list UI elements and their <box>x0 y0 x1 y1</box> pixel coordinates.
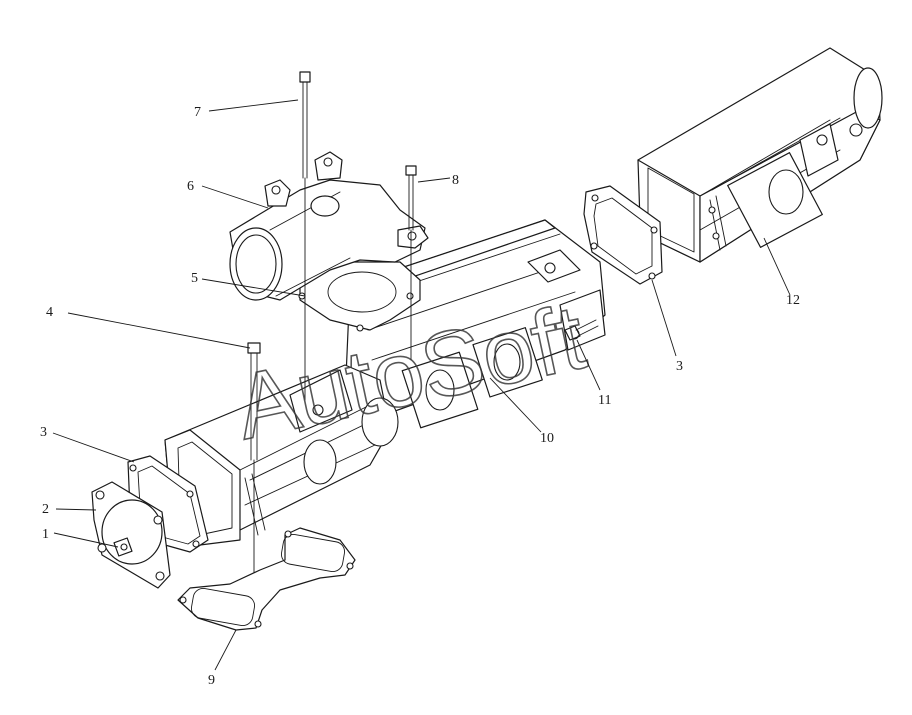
leader-lines <box>52 99 791 671</box>
callout-12: 12 <box>786 293 800 308</box>
outlet-housing <box>229 151 429 301</box>
callout-4: 4 <box>46 305 53 320</box>
drain-plug <box>113 537 133 557</box>
callout-7: 7 <box>194 105 201 120</box>
front-manifold-section <box>164 364 399 546</box>
callout-9: 9 <box>208 673 215 688</box>
callout-1: 1 <box>42 527 49 542</box>
small-bolt <box>564 319 599 341</box>
callout-5: 5 <box>191 271 198 286</box>
callout-6: 6 <box>187 179 194 194</box>
long-bolt <box>299 71 311 401</box>
flange-gasket-right <box>583 185 663 285</box>
callouts: 1 2 3 4 5 6 7 8 9 10 11 3 12 <box>40 105 800 688</box>
callout-11: 11 <box>598 393 611 408</box>
callout-8: 8 <box>452 173 459 188</box>
short-bolt <box>405 165 417 361</box>
callout-3-left: 3 <box>40 425 47 440</box>
callout-3-right: 3 <box>676 359 683 374</box>
outlet-gasket <box>298 261 421 332</box>
rear-manifold-section <box>637 47 883 263</box>
callout-2: 2 <box>42 502 49 517</box>
bottom-gasket <box>177 527 356 631</box>
callout-10: 10 <box>540 431 554 446</box>
